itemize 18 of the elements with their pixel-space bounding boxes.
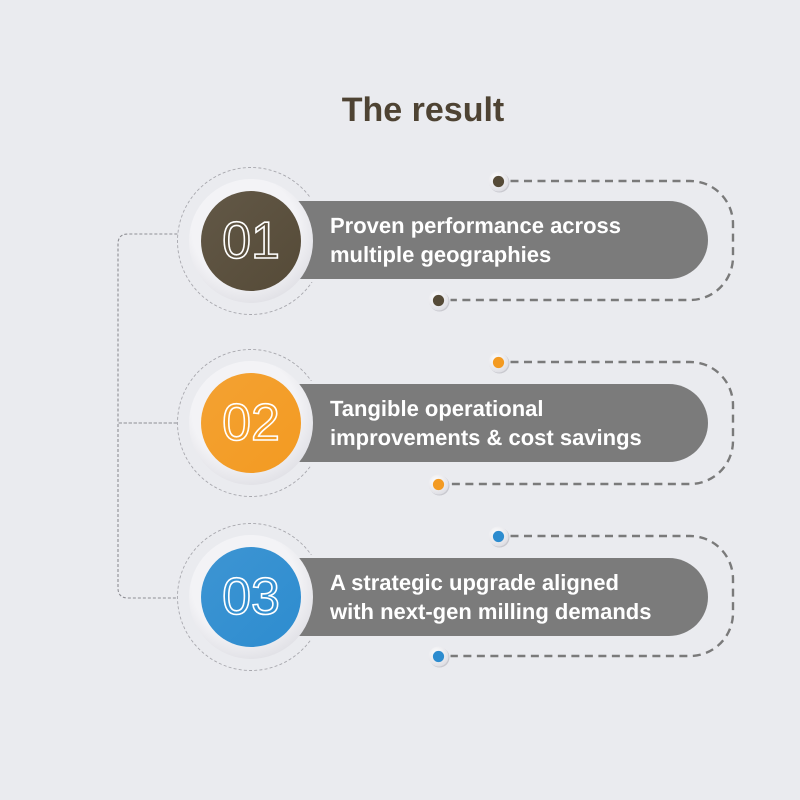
- step-number: 03: [222, 570, 280, 624]
- step-description: Tangible operational improvements & cost savings: [330, 395, 643, 452]
- step-description: Proven performance across multiple geographies: [330, 212, 622, 269]
- endpoint-dot-icon: [488, 526, 510, 548]
- endpoint-dot-icon: [488, 170, 510, 192]
- endpoint-dot-icon: [428, 646, 450, 668]
- dashed-connector: [450, 360, 734, 486]
- endpoint-dot-icon: [428, 290, 450, 312]
- dashed-connector: [450, 180, 734, 302]
- title: The result: [342, 90, 504, 130]
- step-description: A strategic upgrade aligned with next-gen milling demands: [330, 569, 652, 626]
- bracket-connector: [117, 422, 177, 599]
- step-number: 02: [222, 396, 280, 450]
- bracket-connector: [117, 233, 178, 424]
- endpoint-dot-icon: [428, 474, 450, 496]
- endpoint-dot-icon: [488, 352, 510, 374]
- dashed-connector: [450, 534, 734, 658]
- step-number: 01: [222, 214, 280, 268]
